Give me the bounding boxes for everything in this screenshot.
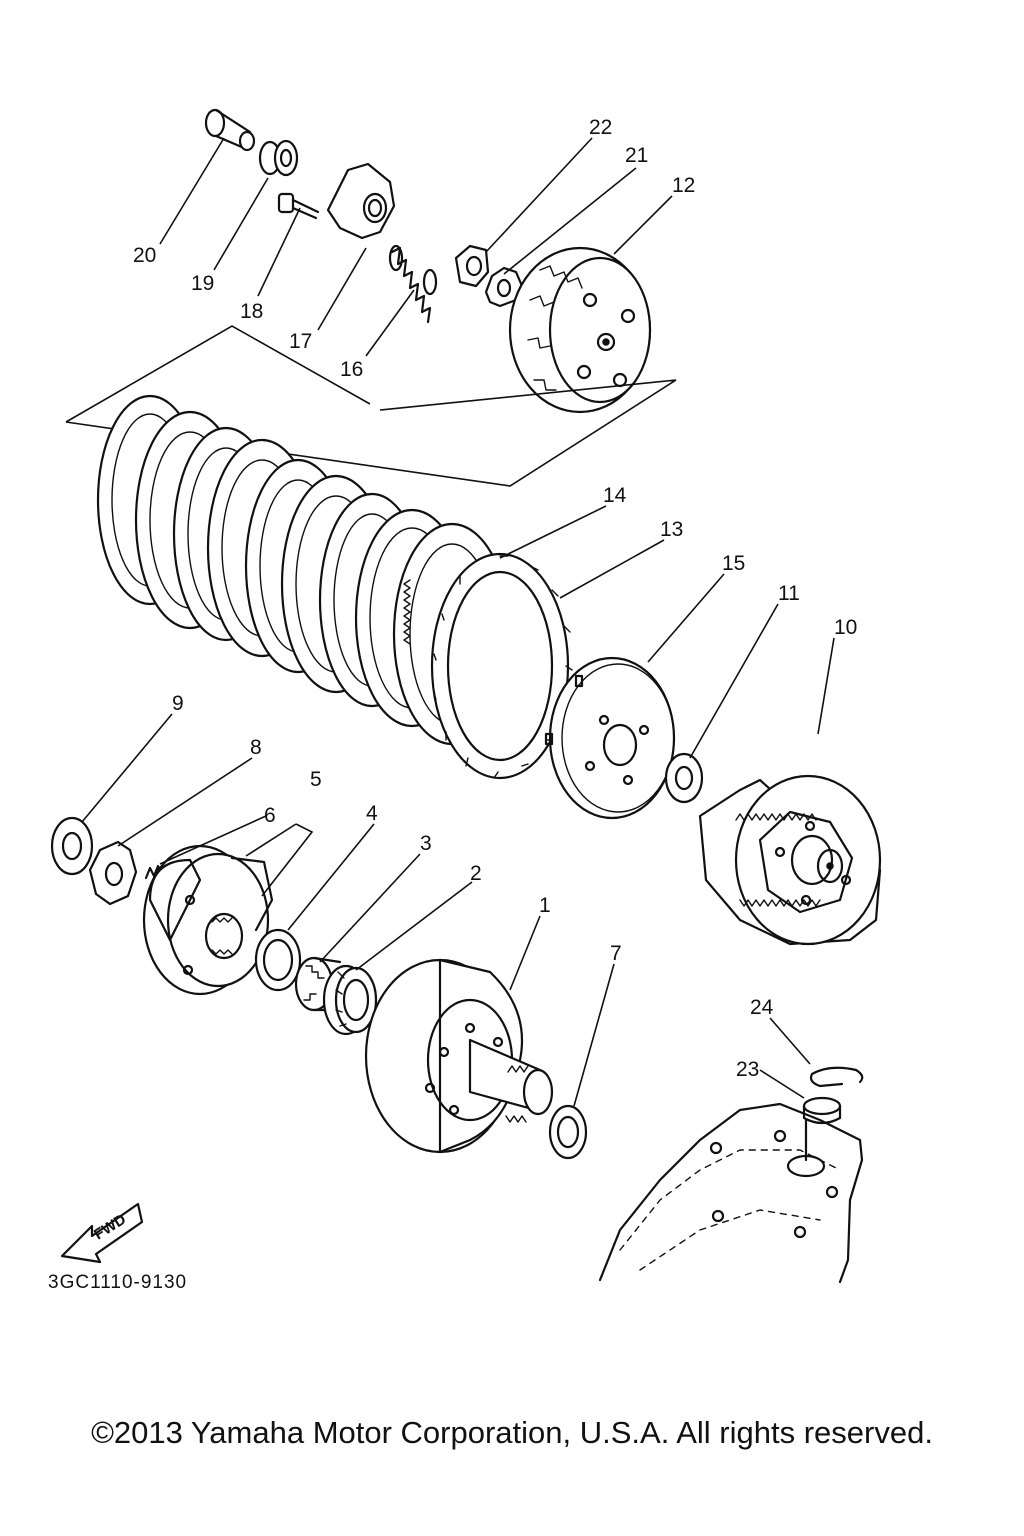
part-17-plate [326,162,396,240]
label-7: 7 [610,942,622,965]
label-21: 21 [625,144,648,167]
label-18: 18 [240,300,263,323]
leader-lines [81,137,835,1107]
part-16-spring [388,244,438,324]
crankcase-fragment [598,1102,864,1284]
part-8-lock-plate [88,840,138,906]
part-11-washer [664,752,704,804]
part-15-pressure-plate [544,656,676,820]
fwd-arrow-icon: FWD [60,1202,144,1264]
label-16: 16 [340,358,363,381]
part-10-clutch-housing [698,774,882,946]
part-12-clutch-boss [508,246,652,414]
part-20-shaft [204,108,256,152]
label-15: 15 [722,552,745,575]
clutch-plates-stack [96,394,573,780]
part-9-washer [50,816,94,876]
part-18-bolt [277,192,320,220]
label-2: 2 [470,862,482,885]
part-1-clutch-drum [364,958,554,1154]
label-4: 4 [366,802,378,825]
label-24: 24 [750,996,774,1019]
label-23: 23 [736,1058,759,1081]
label-22: 22 [589,116,612,139]
label-12: 12 [672,174,695,197]
label-8: 8 [250,736,262,759]
part-23-plug [802,1096,842,1125]
label-3: 3 [420,832,432,855]
label-5: 5 [310,768,322,791]
label-11: 11 [778,582,800,605]
part-number-labels: 22 21 12 20 19 18 17 16 14 13 15 11 10 9… [133,116,857,1081]
drawing-code: 3GC1110-9130 [48,1272,187,1293]
part-19-bearing [258,139,299,177]
part-22-nut [454,244,490,288]
label-6: 6 [264,804,276,827]
part-7-washer [548,1104,588,1160]
part-4-washer [254,928,302,992]
label-13: 13 [660,518,683,541]
label-1: 1 [539,894,551,917]
label-9: 9 [172,692,184,715]
label-10: 10 [834,616,857,639]
label-19: 19 [191,272,214,295]
part-24-circlip [809,1066,864,1088]
label-14: 14 [603,484,627,507]
label-20: 20 [133,244,156,267]
copyright-notice: ©2013 Yamaha Motor Corporation, U.S.A. A… [91,1415,933,1450]
part-5-centrifugal-clutch [142,844,274,996]
label-17: 17 [289,330,312,353]
part-2-bearing [322,964,378,1036]
